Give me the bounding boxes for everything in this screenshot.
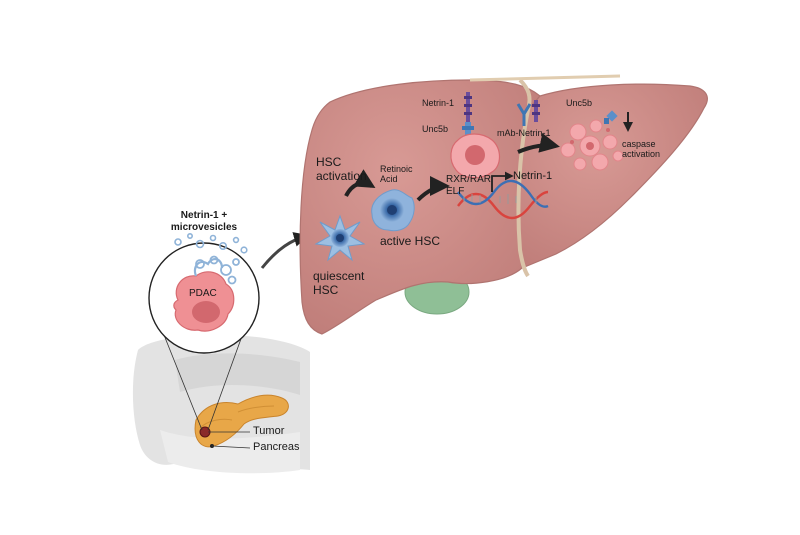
unc5b-left-label: Unc5b [422,124,449,134]
activation-arrow [344,169,376,197]
apoptotic-cell [560,119,624,171]
pdac-nucleus [192,301,220,323]
hsc-activation-line2: activation [316,168,367,183]
netrin-microvesicles-line1: Netrin-1 + [180,210,228,221]
caspase-activation-label: caspase activation [622,139,660,160]
pdac-zoom-circle [148,242,260,354]
mab-netrin1-antibody [516,100,540,126]
retinoic-acid-label: Retinoic Acid [380,164,413,185]
hepatocyte-cell [450,133,501,179]
dna-helix [457,179,549,220]
microvesicles [174,233,248,254]
apoptosis-arrow [517,133,560,154]
zoom-line-left [159,324,203,431]
promoter-arrow [491,171,514,192]
rxr-arrow [416,176,450,202]
netrin1-gene-label: Netrin-1 [513,170,553,182]
unc5b-right-label: Unc5b [566,98,593,108]
active-hsc-label: active HSC [380,234,441,248]
falciform-ligament [516,78,532,278]
tumor-label: Tumor [253,425,285,437]
hsc-activation-label: HSC activation [316,155,367,184]
arrow-to-liver [260,232,309,269]
elf-label: ELF [446,186,465,197]
quiescent-hsc-line1: quiescent [313,269,365,283]
retinoic-acid-line1: Retinoic [380,164,413,174]
pancreas-label: Pancreas [253,441,300,453]
netrin1-unc5b-receptor [462,92,474,138]
active-hsc-cell [371,189,415,232]
caspase-line2: activation [622,149,661,160]
mab-netrin1-label: mAb-Netrin-1 [497,128,551,138]
retinoic-acid-line2: Acid [380,174,398,185]
pdac-label: PDAC [189,288,217,299]
quiescent-hsc-label: quiescent HSC [313,269,365,298]
hsc-activation-line1: HSC [316,155,342,169]
netrin1-receptor-label: Netrin-1 [422,98,455,108]
quiescent-hsc-cell [314,214,366,262]
netrin-microvesicles-line2: microvesicles [170,221,238,233]
quiescent-hsc-line2: HSC [313,282,339,297]
zoom-line-right [207,324,247,431]
netrin-microvesicles-label: Netrin-1 + microvesicles [158,210,250,233]
caspase-line1: caspase [622,139,656,149]
rxr-rar-label: RXR/RAR [446,174,492,185]
